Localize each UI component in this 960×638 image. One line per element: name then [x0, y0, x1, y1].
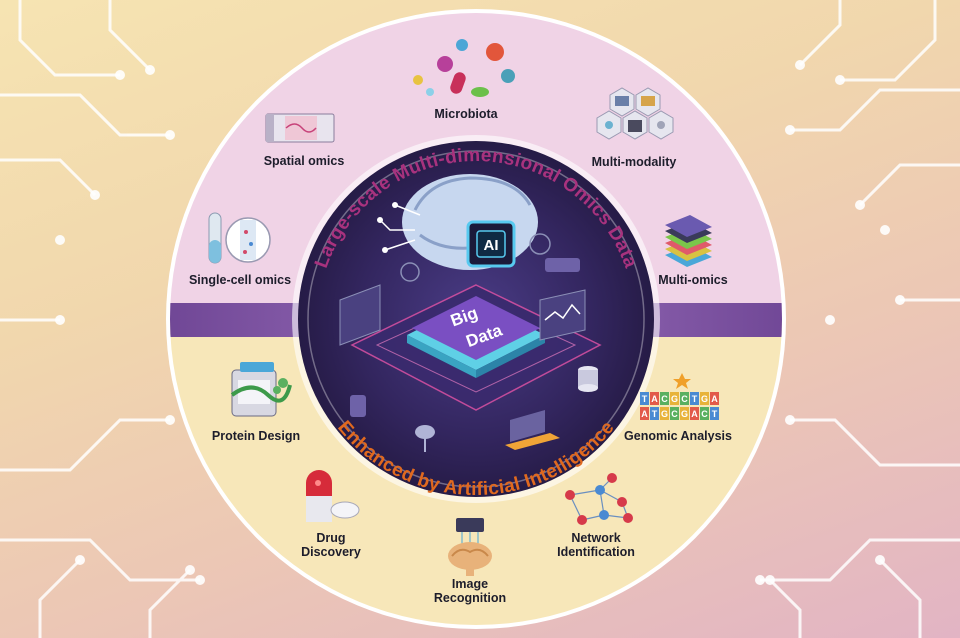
- label-network-identification-line2: Identification: [557, 545, 635, 559]
- genome-tile: [710, 407, 719, 420]
- spatial-omics-icon: [265, 113, 335, 143]
- genome-letter: G: [661, 409, 668, 419]
- genome-tile: [660, 392, 669, 405]
- label-network-identification-line1: Network: [571, 531, 620, 545]
- genome-tile: [660, 407, 669, 420]
- genome-tile: [650, 392, 659, 405]
- label-multi-omics: Multi-omics: [658, 273, 727, 287]
- microbiota-icon: [413, 39, 515, 97]
- genome-letter: G: [701, 394, 708, 404]
- genome-tile: [680, 392, 689, 405]
- genome-letter: A: [641, 409, 648, 419]
- label-microbiota: Microbiota: [434, 107, 498, 121]
- genome-letter: A: [691, 409, 698, 419]
- genome-tile: [680, 407, 689, 420]
- label-drug-discovery-line1: Drug: [316, 531, 345, 545]
- genome-tile: [700, 407, 709, 420]
- genome-letter: T: [712, 409, 718, 419]
- label-multi-modality: Multi-modality: [592, 155, 677, 169]
- genome-tile: [670, 407, 679, 420]
- genome-letter: C: [701, 409, 708, 419]
- genome-letter: T: [692, 394, 698, 404]
- network-identification-icon: [565, 473, 633, 525]
- genome-letter: T: [642, 394, 648, 404]
- drug-discovery-icon: [306, 470, 360, 522]
- protein-design-icon: [230, 362, 292, 417]
- genome-tile: [640, 407, 649, 420]
- genome-tile: [640, 392, 649, 405]
- genome-letter: G: [671, 394, 678, 404]
- image-recognition-icon: [448, 518, 492, 576]
- center-illustration: Big Data AI: [339, 174, 602, 452]
- label-image-recognition-line2: Recognition: [434, 591, 506, 605]
- label-genomic-analysis: Genomic Analysis: [624, 429, 732, 443]
- genome-letter: A: [711, 394, 718, 404]
- genome-letter: C: [661, 394, 668, 404]
- single-cell-omics-icon: [208, 212, 271, 264]
- label-spatial-omics: Spatial omics: [264, 154, 345, 168]
- genome-letter: G: [681, 409, 688, 419]
- multi-modality-icon: [596, 87, 674, 140]
- genome-letter: A: [651, 394, 658, 404]
- star-icon: [673, 373, 691, 389]
- label-protein-design: Protein Design: [212, 429, 300, 443]
- label-single-cell-omics: Single-cell omics: [189, 273, 291, 287]
- label-image-recognition-line1: Image: [452, 577, 488, 591]
- ai-label: AI: [484, 237, 499, 254]
- multi-omics-icon: [665, 215, 712, 267]
- genome-tile: [650, 407, 659, 420]
- genome-letter: C: [671, 409, 678, 419]
- genome-letter: C: [681, 394, 688, 404]
- genome-tile: [700, 392, 709, 405]
- label-drug-discovery-line2: Discovery: [301, 545, 361, 559]
- genome-tile: [690, 407, 699, 420]
- genome-tile: [690, 392, 699, 405]
- genome-tile: [670, 392, 679, 405]
- genome-tile: [710, 392, 719, 405]
- genome-letter: T: [652, 409, 658, 419]
